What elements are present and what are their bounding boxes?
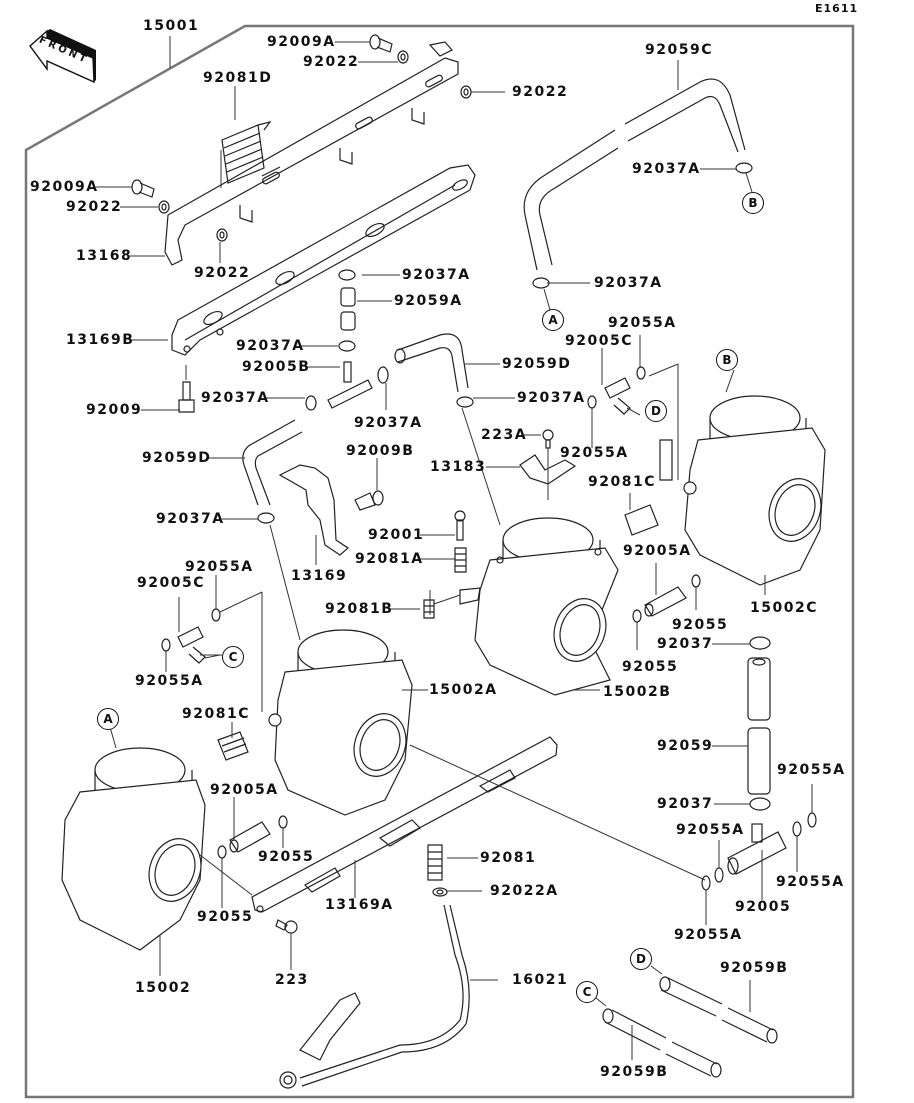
part-label[interactable]: 92081 bbox=[480, 850, 537, 866]
part-label[interactable]: 92081B bbox=[325, 601, 394, 617]
part-label[interactable]: 13169A bbox=[325, 897, 394, 913]
part-label[interactable]: 92005C bbox=[565, 333, 633, 349]
part-label[interactable]: 92037A bbox=[517, 390, 586, 406]
fitting-92005b bbox=[327, 361, 373, 409]
part-label[interactable]: 16021 bbox=[512, 972, 569, 988]
part-label[interactable]: 92037A bbox=[594, 275, 663, 291]
bracket-13169 bbox=[278, 464, 384, 556]
part-label[interactable]: 92059A bbox=[394, 293, 463, 309]
part-label[interactable]: 92055A bbox=[608, 315, 677, 331]
callout-c[interactable]: C bbox=[222, 646, 244, 668]
part-label[interactable]: 92037A bbox=[156, 511, 225, 527]
bracket-13169b bbox=[171, 164, 476, 356]
hose-92059 bbox=[747, 657, 771, 795]
part-label[interactable]: 92022A bbox=[490, 883, 559, 899]
part-label[interactable]: 13169B bbox=[66, 332, 135, 348]
part-label[interactable]: 13168 bbox=[76, 248, 133, 264]
part-label[interactable]: 92059B bbox=[600, 1064, 669, 1080]
part-label[interactable]: 15002 bbox=[135, 980, 192, 996]
part-label[interactable]: 92037A bbox=[201, 390, 270, 406]
hose-92059a bbox=[340, 287, 356, 331]
cable-16021 bbox=[279, 904, 470, 1089]
part-label[interactable]: 223A bbox=[481, 427, 528, 443]
part-label[interactable]: 15002A bbox=[429, 682, 498, 698]
part-label[interactable]: 92009 bbox=[86, 402, 143, 418]
callout-a[interactable]: A bbox=[542, 309, 564, 331]
part-label[interactable]: 92059D bbox=[142, 450, 212, 466]
hose-92059c bbox=[523, 78, 746, 271]
part-label[interactable]: 92055A bbox=[676, 822, 745, 838]
screw-223 bbox=[275, 919, 298, 934]
hose-92059b bbox=[602, 976, 778, 1078]
part-label[interactable]: 92081A bbox=[355, 551, 424, 567]
part-label[interactable]: 15002C bbox=[750, 600, 818, 616]
carburetor-15002 bbox=[61, 747, 206, 951]
fitting-92005 bbox=[701, 812, 817, 891]
part-label[interactable]: 92005A bbox=[210, 782, 279, 798]
part-label[interactable]: 92022 bbox=[512, 84, 569, 100]
callout-d[interactable]: D bbox=[645, 400, 667, 422]
part-label[interactable]: 13169 bbox=[291, 568, 348, 584]
callout-c[interactable]: C bbox=[576, 981, 598, 1003]
leader-lines bbox=[96, 41, 813, 1060]
hose-92059d bbox=[242, 333, 469, 506]
part-label[interactable]: 92059D bbox=[502, 356, 572, 372]
callout-d[interactable]: D bbox=[630, 948, 652, 970]
part-label[interactable]: 92022 bbox=[303, 54, 360, 70]
part-label[interactable]: 92081C bbox=[182, 706, 250, 722]
part-label[interactable]: 92059B bbox=[720, 960, 789, 976]
part-label[interactable]: 223 bbox=[275, 972, 309, 988]
part-label[interactable]: 92055A bbox=[560, 445, 629, 461]
front-arrow-icon bbox=[29, 29, 96, 84]
part-label[interactable]: 92055 bbox=[622, 659, 679, 675]
part-label[interactable]: 92009A bbox=[30, 179, 99, 195]
spring-92081d bbox=[221, 121, 272, 184]
part-label[interactable]: 92005A bbox=[623, 543, 692, 559]
part-label[interactable]: 92005 bbox=[735, 899, 792, 915]
part-label[interactable]: 92022 bbox=[66, 199, 123, 215]
part-label[interactable]: 92037A bbox=[402, 267, 471, 283]
part-label[interactable]: 92022 bbox=[194, 265, 251, 281]
part-label[interactable]: 92055 bbox=[197, 909, 254, 925]
bracket-13168 bbox=[164, 41, 459, 266]
carburetor-15002b bbox=[459, 517, 619, 696]
part-label[interactable]: 92055A bbox=[777, 762, 846, 778]
part-label[interactable]: 92037A bbox=[354, 415, 423, 431]
part-label[interactable]: 92081D bbox=[203, 70, 273, 86]
part-label[interactable]: 92005B bbox=[242, 359, 311, 375]
callout-b[interactable]: B bbox=[742, 192, 764, 214]
part-label[interactable]: 92055A bbox=[776, 874, 845, 890]
part-label[interactable]: 92055 bbox=[258, 849, 315, 865]
carburetor-15002a bbox=[217, 629, 413, 816]
part-label[interactable]: 92005C bbox=[137, 575, 205, 591]
part-label[interactable]: 92081C bbox=[588, 474, 656, 490]
part-label[interactable]: 92055A bbox=[185, 559, 254, 575]
carburetor-15002c bbox=[624, 395, 826, 586]
part-label[interactable]: 92037A bbox=[236, 338, 305, 354]
hardware-top bbox=[131, 34, 472, 413]
diagram-code: E1611 bbox=[815, 2, 859, 15]
plate-13183 bbox=[519, 429, 577, 485]
part-label[interactable]: 92055A bbox=[674, 927, 743, 943]
part-label[interactable]: 92037 bbox=[657, 796, 714, 812]
part-label[interactable]: 92037A bbox=[632, 161, 701, 177]
part-label[interactable]: 92009B bbox=[346, 443, 415, 459]
assembly-label[interactable]: 15001 bbox=[143, 18, 200, 34]
part-label[interactable]: 92001 bbox=[368, 527, 425, 543]
part-label[interactable]: 92055 bbox=[672, 617, 729, 633]
callout-a[interactable]: A bbox=[97, 708, 119, 730]
part-label[interactable]: 92037 bbox=[657, 636, 714, 652]
part-label[interactable]: 92059C bbox=[645, 42, 713, 58]
assembly-frame bbox=[24, 24, 855, 1099]
screws-springs bbox=[423, 510, 467, 619]
bracket-13169a bbox=[251, 736, 558, 913]
part-label[interactable]: 92055A bbox=[135, 673, 204, 689]
part-label[interactable]: 13183 bbox=[430, 459, 487, 475]
part-label[interactable]: 92059 bbox=[657, 738, 714, 754]
part-label[interactable]: 92009A bbox=[267, 34, 336, 50]
spring-92081 bbox=[427, 844, 448, 897]
part-label[interactable]: 15002B bbox=[603, 684, 672, 700]
callout-b[interactable]: B bbox=[716, 349, 738, 371]
